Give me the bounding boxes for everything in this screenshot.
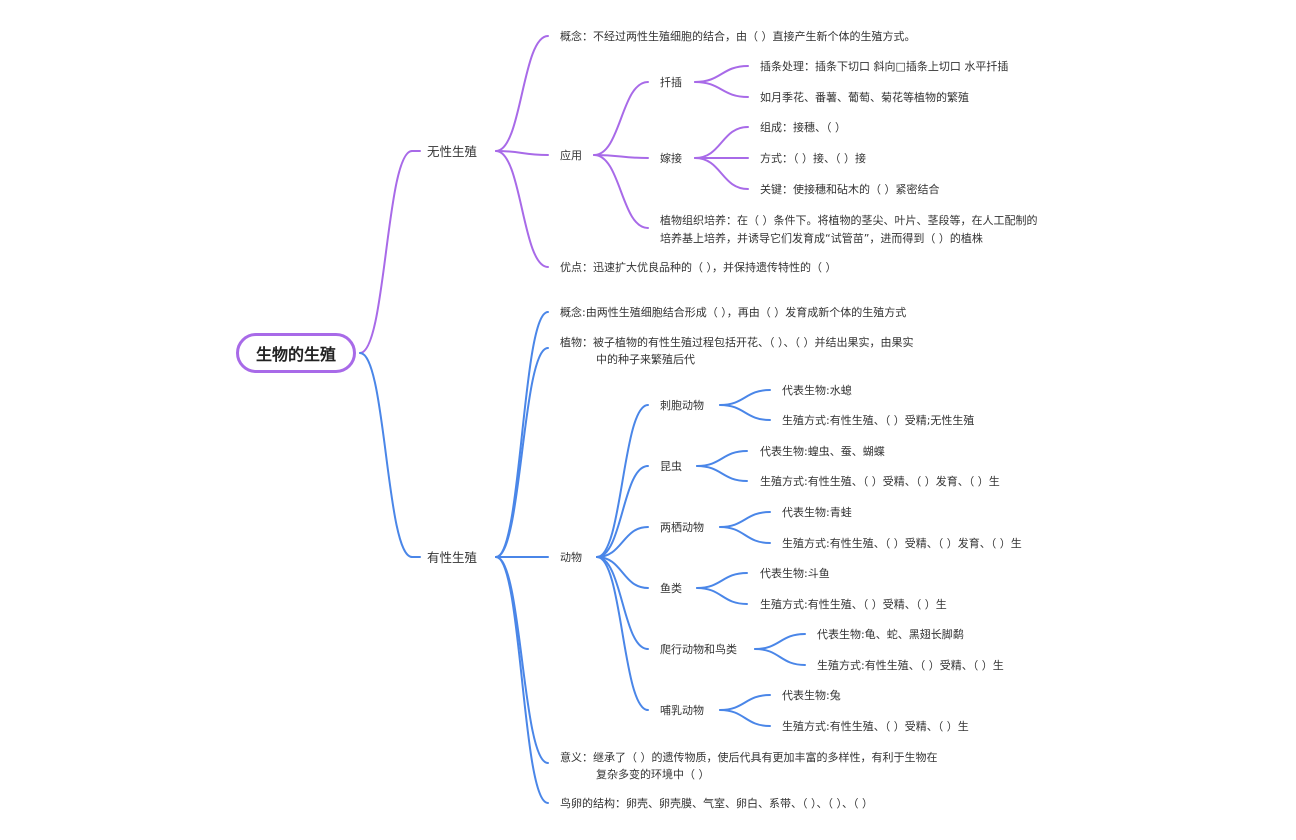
link-fish-child-1 bbox=[696, 587, 748, 605]
root-node[interactable]: 生物的生殖 bbox=[236, 333, 356, 373]
link-animal-mammal bbox=[596, 556, 649, 711]
node-cutting-examples[interactable]: 如月季花、番薯、葡萄、菊花等植物的繁殖 bbox=[760, 91, 969, 104]
tissue-line-1: 植物组织培养：在（ ）条件下。将植物的茎尖、叶片、茎段等，在人工配制的 bbox=[660, 214, 1038, 227]
link-root-asexual bbox=[359, 150, 413, 354]
plant-line-1: 植物：被子植物的有性生殖过程包括开花、（ ）、（ ）并结出果实，由果实 bbox=[560, 336, 914, 349]
node-asexual-concept[interactable]: 概念：不经过两性生殖细胞的结合，由（ ）直接产生新个体的生殖方式。 bbox=[560, 30, 916, 43]
link-graft-parts bbox=[694, 126, 749, 159]
link-insect-child-1 bbox=[696, 465, 748, 482]
node-cnidaria-rep[interactable]: 代表生物:水螅 bbox=[782, 384, 852, 397]
link-animal-insect bbox=[596, 465, 649, 558]
node-insect[interactable]: 昆虫 bbox=[660, 460, 682, 473]
plant-line-2: 中的种子来繁殖后代 bbox=[596, 353, 695, 366]
link-graft-key bbox=[694, 157, 749, 190]
link-reptile-child-0 bbox=[754, 633, 806, 650]
link-application-tissue bbox=[593, 154, 649, 229]
node-cutting[interactable]: 扦插 bbox=[660, 76, 682, 89]
node-fish-rep[interactable]: 代表生物:斗鱼 bbox=[760, 567, 830, 580]
link-sexual-plant bbox=[495, 347, 549, 558]
node-cnidaria-mode[interactable]: 生殖方式:有性生殖、（ ）受精;无性生殖 bbox=[782, 414, 975, 427]
link-animal-amphibian bbox=[596, 526, 649, 558]
link-asexual-advantage bbox=[495, 150, 549, 268]
link-amphibian-child-0 bbox=[719, 511, 771, 528]
link-fish-child-0 bbox=[696, 572, 748, 589]
link-mammal-child-1 bbox=[719, 709, 771, 727]
node-application[interactable]: 应用 bbox=[560, 149, 582, 162]
link-cnidaria-child-1 bbox=[719, 404, 771, 421]
node-cutting-process[interactable]: 插条处理：插条下切口 斜向□插条上切口 水平扦插 bbox=[760, 60, 1009, 73]
node-amphibian[interactable]: 两栖动物 bbox=[660, 521, 704, 534]
node-graft-parts[interactable]: 组成：接穗、（ ） bbox=[760, 121, 846, 134]
node-meaning[interactable]: 意义：继承了（ ）的遗传物质，使后代具有更加丰富的多样性，有利于生物在 复杂多变… bbox=[560, 749, 938, 783]
tissue-line-2: 培养基上培养，并诱导它们发育成“试管苗”，进而得到（ ）的植株 bbox=[660, 232, 983, 245]
node-sexual-concept[interactable]: 概念:由两性生殖细胞结合形成（ ），再由（ ）发育成新个体的生殖方式 bbox=[560, 306, 907, 319]
link-cutting-process bbox=[694, 65, 749, 83]
link-sexual-egg bbox=[495, 556, 549, 804]
node-cnidaria[interactable]: 刺胞动物 bbox=[660, 399, 704, 412]
node-sexual[interactable]: 有性生殖 bbox=[427, 550, 478, 565]
node-fish-mode[interactable]: 生殖方式:有性生殖、（ ）受精、（ ）生 bbox=[760, 598, 947, 611]
link-application-cutting bbox=[593, 81, 649, 156]
node-amphibian-rep[interactable]: 代表生物:青蛙 bbox=[782, 506, 852, 519]
link-animal-fish bbox=[596, 556, 649, 589]
link-cnidaria-child-0 bbox=[719, 389, 771, 406]
meaning-line-2: 复杂多变的环境中（ ） bbox=[596, 768, 710, 781]
meaning-line-1: 意义：继承了（ ）的遗传物质，使后代具有更加丰富的多样性，有利于生物在 bbox=[560, 751, 938, 764]
link-amphibian-child-1 bbox=[719, 526, 771, 544]
node-mammal-rep[interactable]: 代表生物:兔 bbox=[782, 689, 841, 702]
link-asexual-concept bbox=[495, 35, 549, 152]
node-insect-rep[interactable]: 代表生物:蝗虫、蚕、蝴蝶 bbox=[760, 445, 885, 458]
node-reptile-mode[interactable]: 生殖方式:有性生殖、（ ）受精、（ ）生 bbox=[817, 659, 1004, 672]
link-cutting-examples bbox=[694, 81, 749, 98]
node-asexual-advantage[interactable]: 优点：迅速扩大优良品种的（ ），并保持遗传特性的（ ） bbox=[560, 261, 837, 274]
node-amphibian-mode[interactable]: 生殖方式:有性生殖、（ ）受精、（ ）发育、（ ）生 bbox=[782, 537, 1022, 550]
link-animal-reptile bbox=[596, 556, 649, 650]
node-tissue-culture[interactable]: 植物组织培养：在（ ）条件下。将植物的茎尖、叶片、茎段等，在人工配制的 培养基上… bbox=[660, 212, 1038, 248]
node-asexual[interactable]: 无性生殖 bbox=[427, 144, 478, 159]
node-mammal-mode[interactable]: 生殖方式:有性生殖、（ ）受精、（ ）生 bbox=[782, 720, 969, 733]
node-grafting[interactable]: 嫁接 bbox=[660, 152, 682, 165]
link-mammal-child-0 bbox=[719, 694, 771, 711]
node-insect-mode[interactable]: 生殖方式:有性生殖、（ ）受精、（ ）发育、（ ）生 bbox=[760, 475, 1000, 488]
node-fish[interactable]: 鱼类 bbox=[660, 582, 682, 595]
node-reptile-rep[interactable]: 代表生物:龟、蛇、黑翅长脚鹬 bbox=[817, 628, 964, 641]
link-sexual-concept bbox=[495, 311, 549, 558]
node-animal[interactable]: 动物 bbox=[560, 551, 582, 564]
node-mammal[interactable]: 哺乳动物 bbox=[660, 704, 704, 717]
link-asexual-application bbox=[495, 150, 549, 156]
link-root-sexual bbox=[359, 352, 413, 558]
link-sexual-meaning bbox=[495, 556, 549, 764]
node-graft-key[interactable]: 关键：使接穗和砧木的（ ）紧密结合 bbox=[760, 183, 940, 196]
node-plant[interactable]: 植物：被子植物的有性生殖过程包括开花、（ ）、（ ）并结出果实，由果实 中的种子… bbox=[560, 334, 914, 368]
link-animal-cnidaria bbox=[596, 404, 649, 558]
link-insect-child-0 bbox=[696, 450, 748, 467]
node-egg-structure[interactable]: 鸟卵的结构：卵壳、卵壳膜、气室、卵白、系带、（ ）、（ ）、（ ） bbox=[560, 797, 873, 810]
root-label: 生物的生殖 bbox=[255, 345, 336, 364]
node-reptile-bird[interactable]: 爬行动物和鸟类 bbox=[660, 643, 737, 656]
link-reptile-child-1 bbox=[754, 648, 806, 666]
link-application-grafting bbox=[593, 154, 649, 159]
node-graft-methods[interactable]: 方式：（ ）接、（ ）接 bbox=[760, 152, 866, 165]
